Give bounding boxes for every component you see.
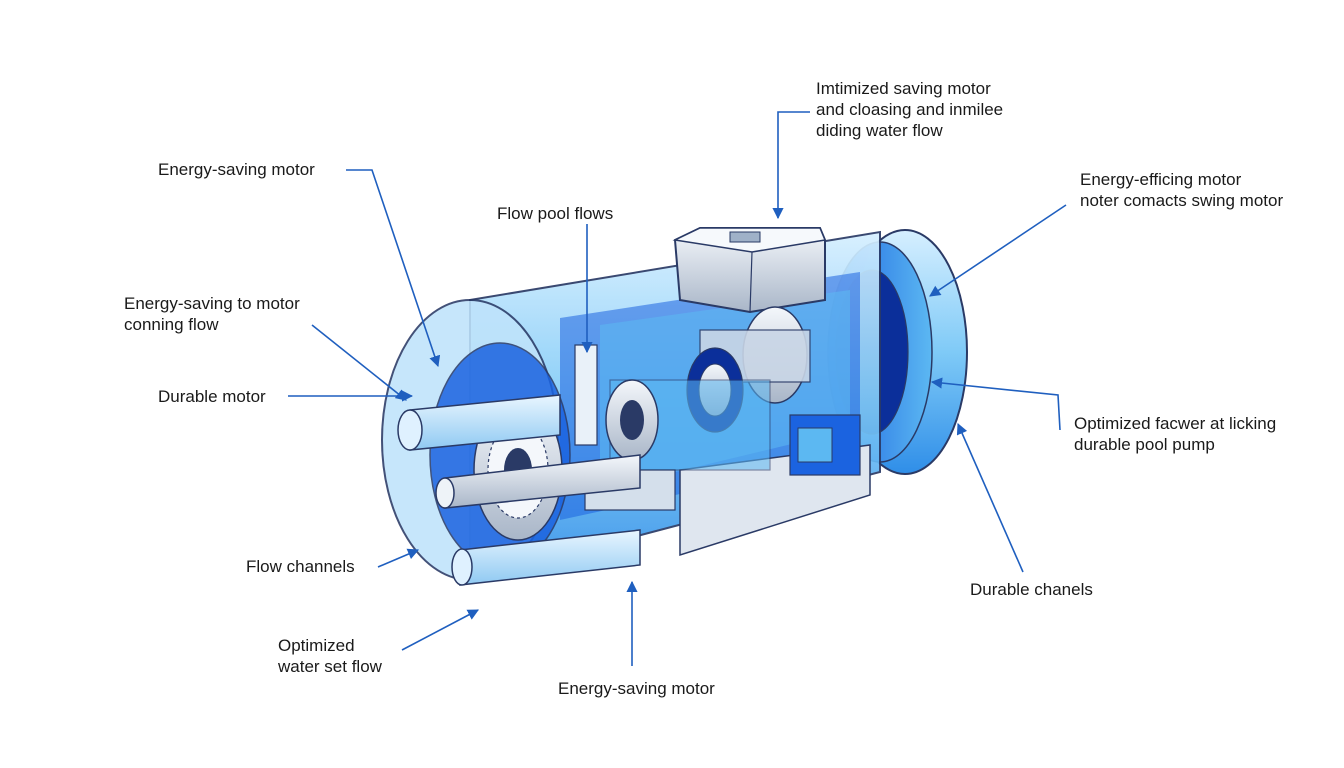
label-line: Energy-saving motor <box>558 679 715 698</box>
label-line: Energy-saving motor <box>158 160 315 179</box>
label-line: Flow pool flows <box>497 204 614 223</box>
label-energy-saving-motor-top: Energy-saving motor <box>158 159 315 180</box>
leader-optimized-facwer <box>930 377 1061 431</box>
label-durable-chanels: Durable chanels <box>970 579 1093 600</box>
base-plate <box>679 414 871 557</box>
leader-lines <box>288 111 1067 666</box>
label-line: Flow channels <box>246 557 355 576</box>
label-optimized-facwer: Optimized facwer at licking durable pool… <box>1074 413 1276 455</box>
label-energy-efficing-motor: Energy-efficing motor noter comacts swin… <box>1080 169 1283 211</box>
label-line: Energy-efficing motor <box>1080 170 1242 189</box>
label-line: Energy-saving to motor <box>124 294 300 313</box>
label-energy-saving-motor-bottom: Energy-saving motor <box>558 678 715 699</box>
label-line: Durable motor <box>158 387 266 406</box>
leader-durable-chanels <box>956 422 1024 573</box>
pipe-top <box>397 394 561 451</box>
label-energy-saving-to-motor: Energy-saving to motor conning flow <box>124 293 300 335</box>
label-line: Optimized <box>278 636 355 655</box>
label-line: diding water flow <box>816 121 943 140</box>
leader-top-center <box>772 111 810 220</box>
label-durable-motor: Durable motor <box>158 386 266 407</box>
label-line: Imtimized saving motor <box>816 79 991 98</box>
leader-energy-saving-to-motor <box>311 324 407 401</box>
leader-flow-channels <box>377 548 420 568</box>
label-line: and cloasing and inmilee <box>816 100 1004 119</box>
label-flow-channels: Flow channels <box>246 556 355 577</box>
label-line: Durable chanels <box>970 580 1093 599</box>
shaft-middle <box>435 454 641 509</box>
leader-energy-saving-motor-top <box>346 169 441 368</box>
pipe-bottom <box>451 529 641 586</box>
label-flow-pool-flows: Flow pool flows <box>497 203 613 224</box>
label-top-center: Imtimized saving motor and cloasing and … <box>816 78 1003 141</box>
leader-optimized-water <box>401 609 479 651</box>
label-line: Optimized facwer at licking <box>1074 414 1277 433</box>
label-line: conning flow <box>124 315 219 334</box>
label-line: noter comacts swing motor <box>1080 191 1284 210</box>
label-optimized-water: Optimized water set flow <box>278 635 382 677</box>
label-line: durable pool pump <box>1074 435 1215 454</box>
label-line: water set flow <box>278 657 382 676</box>
terminal-box <box>672 227 827 314</box>
leader-energy-efficing-motor <box>929 204 1067 297</box>
